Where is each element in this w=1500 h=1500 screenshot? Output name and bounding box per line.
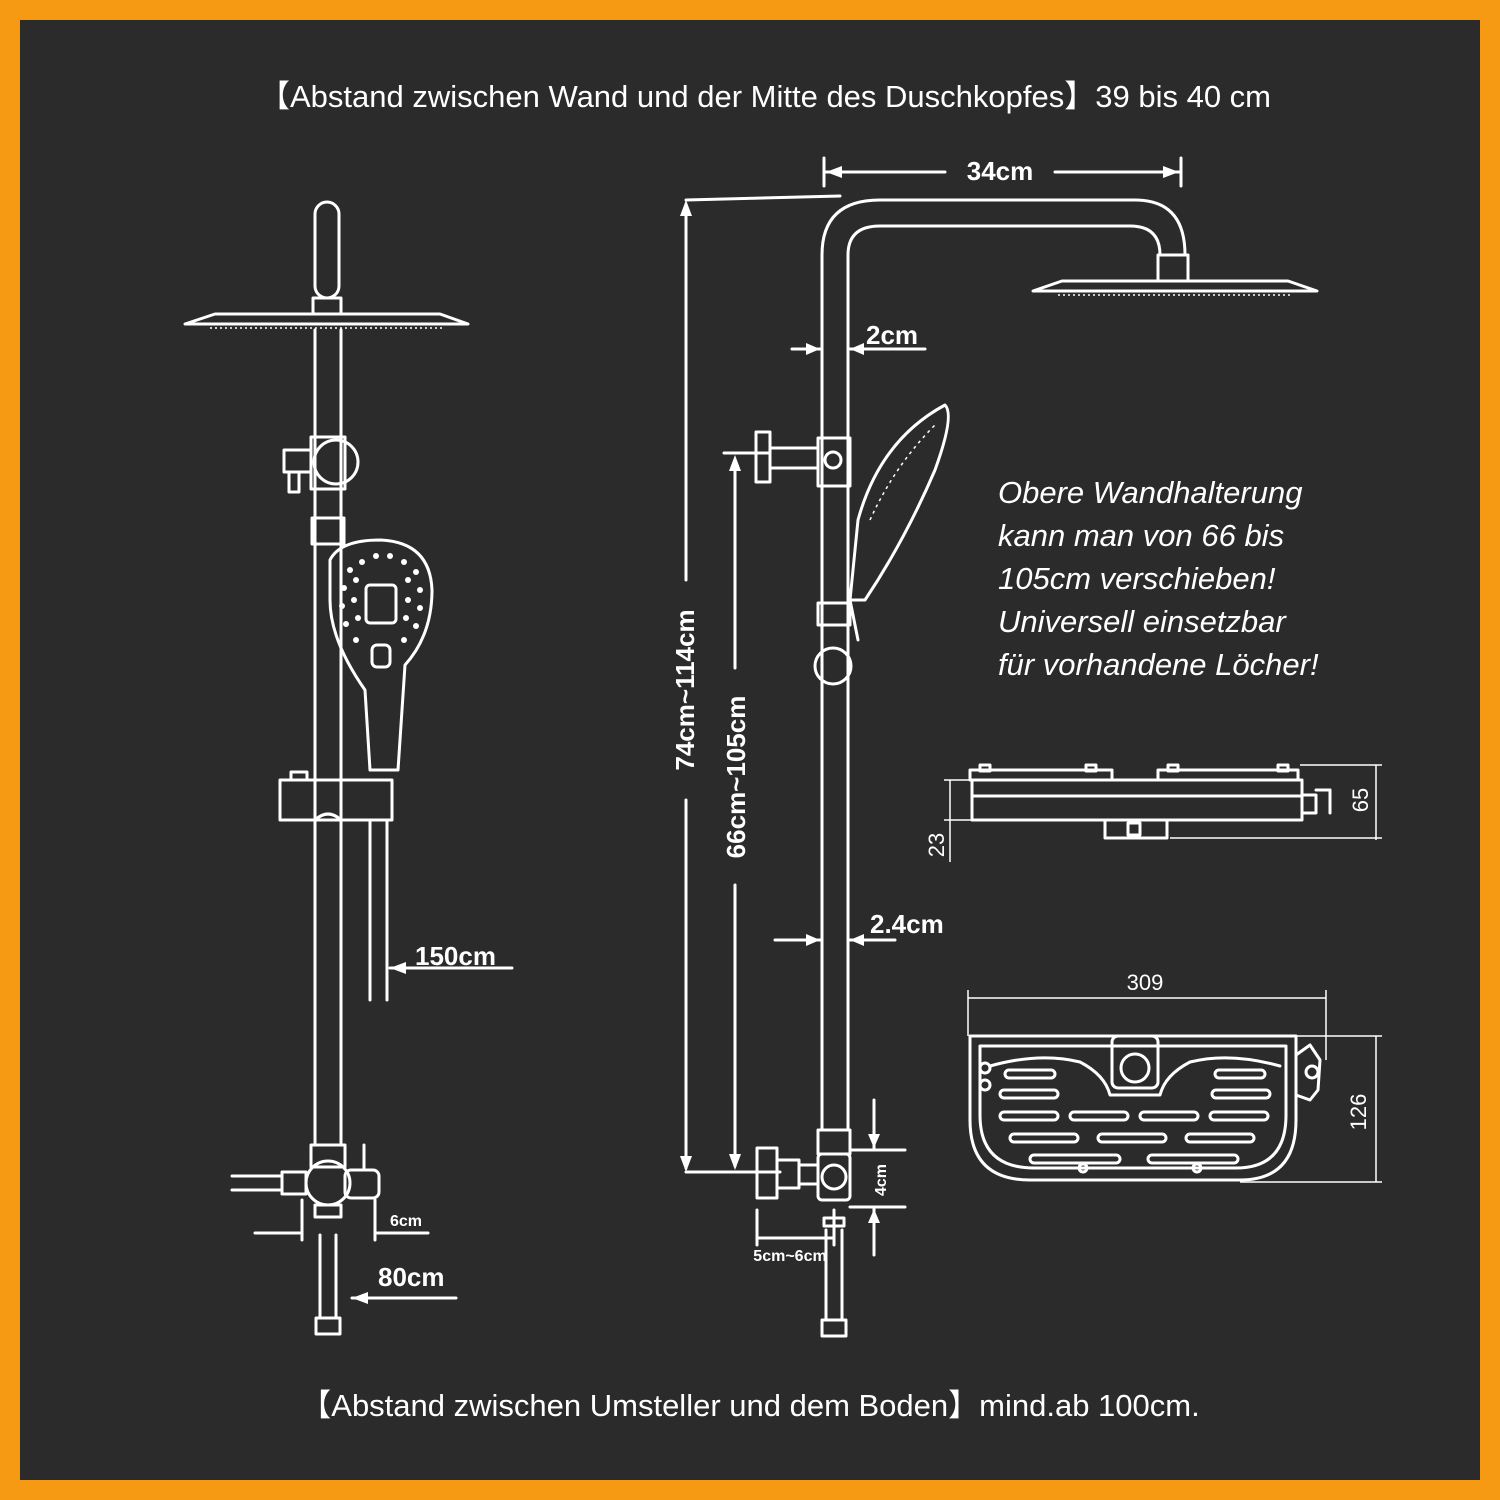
- front-view-shower: 150cm 6cm 80cm: [183, 200, 514, 1336]
- shelf-mount-top: [1110, 1034, 1160, 1090]
- note-line-3: 105cm verschieben!: [998, 561, 1276, 596]
- shower-arm-inner: [846, 224, 1162, 1132]
- top-rod: [313, 200, 341, 300]
- hand-shower-button: [364, 583, 398, 625]
- shelf-tab-2: [1084, 763, 1098, 773]
- valve-dim-arrow-b: [868, 1209, 880, 1223]
- shelf-foot-b: [1191, 1162, 1203, 1174]
- shelf-top-view: 309 126: [967, 970, 1382, 1183]
- shelf-tab-1: [978, 763, 992, 773]
- pipe-lower-arrow-a: [806, 934, 820, 946]
- inlet-dim-arrow: [352, 1292, 368, 1304]
- valve-top-side: [816, 1128, 852, 1156]
- note-block: Obere Wandhalterung kann man von 66 bis …: [998, 475, 1319, 682]
- pipe-lower-arrow-b: [850, 934, 864, 946]
- shelf-drain-slots: [998, 1068, 1272, 1165]
- valve-offset-label: 5cm~6cm: [753, 1248, 826, 1265]
- bracket-screw: [287, 470, 301, 494]
- hose-label: 150cm: [415, 941, 496, 971]
- range-arrow-bottom: [729, 1154, 741, 1170]
- bracket-clamp: [282, 448, 313, 474]
- note-line-1: Obere Wandhalterung: [998, 475, 1302, 510]
- top-caption: 【Abstand zwischen Wand und der Mitte des…: [259, 79, 1271, 114]
- shelf-mount-hole: [1119, 1052, 1151, 1084]
- pipe-upper-arrow-a: [806, 343, 820, 355]
- shelf-side-height-left: 23: [924, 833, 949, 857]
- shelf-width-label: 309: [1127, 970, 1164, 995]
- shelf-clip-hole: [1304, 1064, 1320, 1080]
- side-view-shower: 34cm 2cm 74cm~114cm 66cm~105cm: [670, 156, 1319, 1338]
- shelf-clip-top: [1294, 1043, 1322, 1102]
- wall-bracket-disc: [312, 438, 360, 486]
- inlet-hose-label: 80cm: [378, 1262, 445, 1292]
- rain-head-side: [1031, 279, 1319, 293]
- bracket-screw-side: [823, 450, 843, 470]
- height-top-ref: [684, 194, 842, 202]
- slider-knob: [289, 770, 309, 782]
- hand-shower-side: [848, 403, 950, 602]
- range-arrow-top: [729, 455, 741, 471]
- note-line-2: kann man von 66 bis: [998, 518, 1284, 553]
- valve-knob-side: [820, 1163, 848, 1191]
- shelf-wave: [988, 1056, 1282, 1097]
- shelf-tray: [968, 1034, 1298, 1182]
- width-arrow-right: [1163, 166, 1179, 178]
- inlet-offset-label: 6cm: [390, 1213, 422, 1230]
- slider-curve: [313, 812, 343, 822]
- inlet-nut: [313, 1203, 343, 1219]
- shower-diagram: 【Abstand zwischen Wand und der Mitte des…: [183, 79, 1382, 1423]
- shelf-mount-side: [1103, 818, 1169, 840]
- shelf-foot-a: [1077, 1162, 1089, 1174]
- height-arrow-top: [680, 200, 692, 216]
- note-line-4: Universell einsetzbar: [998, 604, 1287, 639]
- inlet-end: [314, 1316, 342, 1336]
- valve-nut-side: [775, 1158, 801, 1190]
- width-arrow-left: [826, 166, 842, 178]
- valve-dim-arrow-a: [868, 1134, 880, 1148]
- shelf-body-side: [970, 778, 1304, 822]
- bottom-caption: 【Abstand zwischen Umsteller und dem Bode…: [300, 1388, 1199, 1423]
- pipe-upper-arrow-b: [850, 343, 864, 355]
- shower-arm-outer: [820, 198, 1187, 1132]
- shelf-clip-side: [1300, 793, 1318, 815]
- wall-plate-side: [754, 430, 772, 484]
- outlet-nut: [280, 1170, 308, 1196]
- head-connector: [311, 296, 343, 316]
- inlet-side-end: [820, 1318, 848, 1338]
- shelf-side-height-right: 65: [1348, 788, 1373, 812]
- pipe-lower-label: 2.4cm: [870, 909, 944, 939]
- height-arrow-bottom: [680, 1156, 692, 1172]
- shelf-knob-a: [978, 1061, 992, 1075]
- hose-dim-arrow: [390, 962, 406, 974]
- shelf-knob-b: [978, 1078, 992, 1092]
- slider-side: [816, 601, 852, 627]
- note-line-5: für vorhandene Löcher!: [998, 647, 1319, 682]
- shelf-mount-screw: [1126, 821, 1142, 837]
- valve-label: 4cm: [873, 1164, 890, 1196]
- hand-shower-side-nozzles: [869, 424, 936, 521]
- bracket-clamp-side: [816, 436, 852, 488]
- pipe-sleeve: [310, 516, 346, 546]
- head-width-label: 34cm: [967, 156, 1034, 186]
- hand-shower-mode: [370, 643, 392, 669]
- diagram-panel: 【Abstand zwischen Wand und der Mitte des…: [20, 20, 1480, 1480]
- pipe-upper-label: 2cm: [866, 320, 918, 350]
- slider-knob-side: [813, 646, 853, 686]
- valve-body-side: [816, 1152, 852, 1202]
- total-height-label: 74cm~114cm: [670, 609, 700, 770]
- slider-holder: [278, 778, 394, 822]
- bracket-range-label: 66cm~105cm: [721, 696, 751, 859]
- rain-head: [183, 312, 470, 326]
- hand-shower-front: [328, 538, 434, 772]
- shelf-tray-inner: [978, 1044, 1288, 1170]
- shelf-tab-3: [1166, 763, 1180, 773]
- shelf-side-view: 23 65: [924, 763, 1382, 862]
- shelf-depth-label: 126: [1346, 1094, 1371, 1131]
- diverter-lever: [343, 1168, 381, 1200]
- hand-shower-nozzles: [339, 553, 423, 643]
- shelf-tab-4: [1276, 763, 1290, 773]
- head-connector-side: [1156, 253, 1190, 283]
- diverter-top: [309, 1143, 347, 1169]
